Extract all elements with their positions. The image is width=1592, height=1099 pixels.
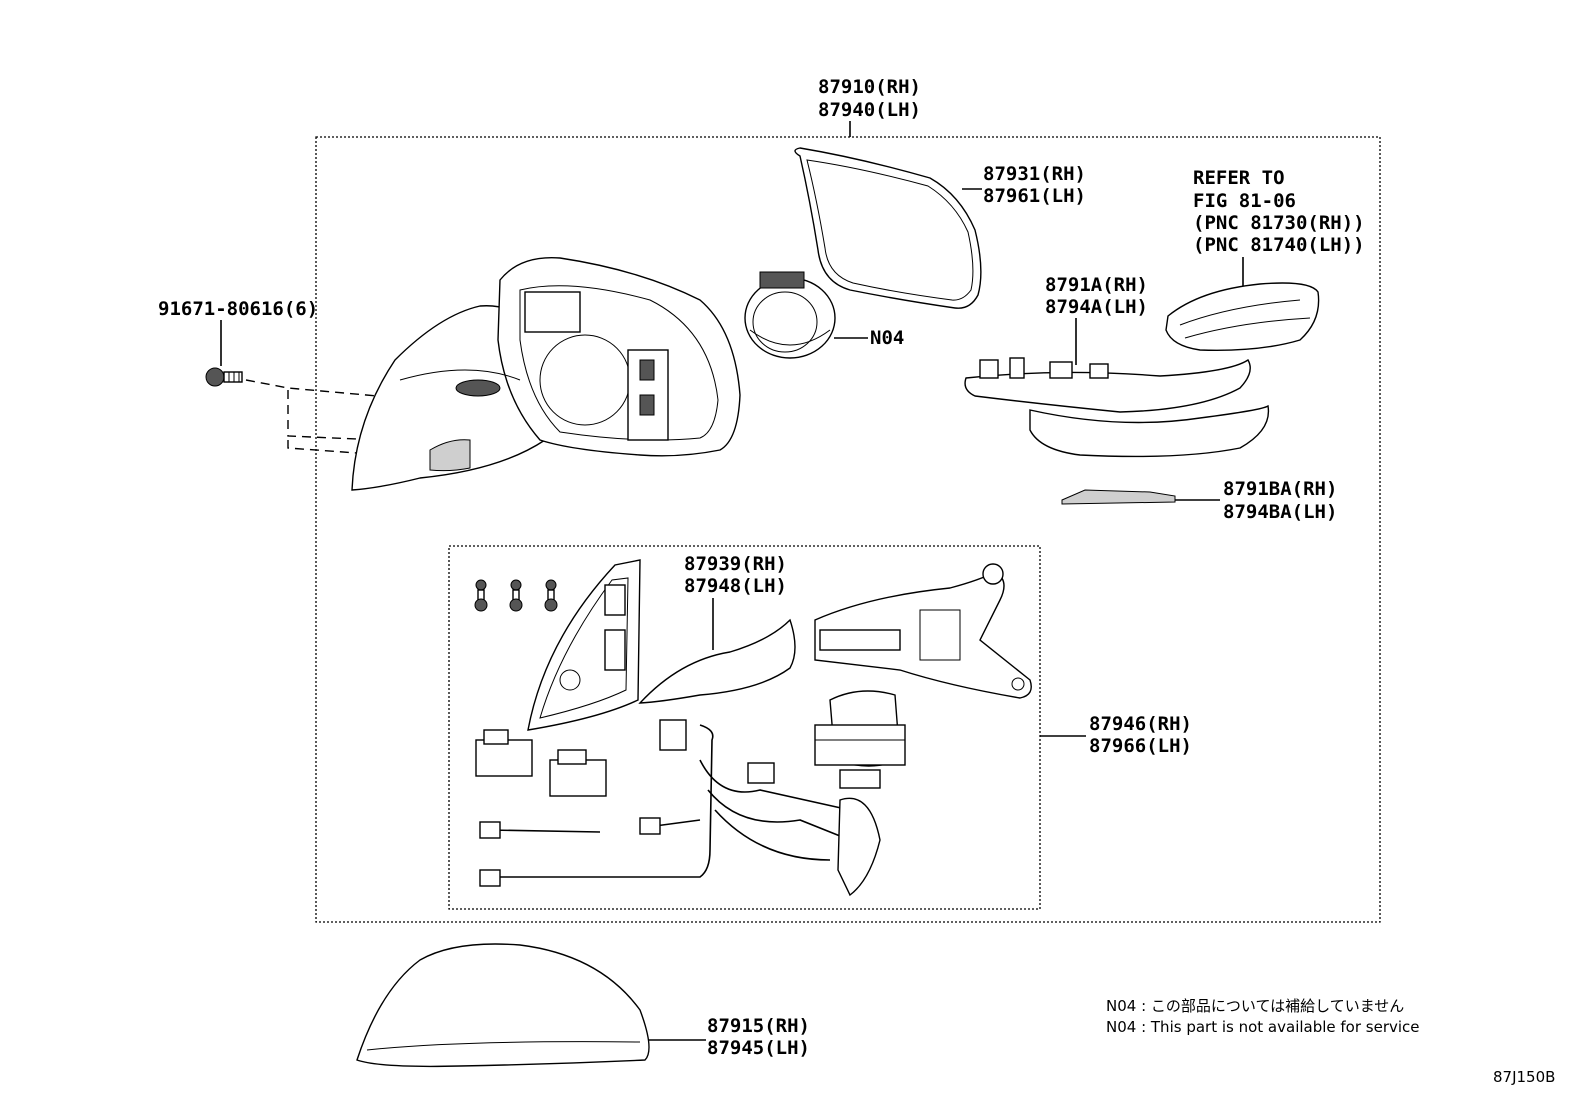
label-91671-80616: 91671-80616(6) [158,298,318,320]
label-87961-lh: 87961(LH) [983,185,1086,207]
label-87946-rh: 87946(RH) [1089,713,1192,735]
label-8794a-lh: 8794A(LH) [1045,296,1148,318]
turn-lamp-drawing [1165,282,1320,351]
refer-to-line-2: FIG 81-06 [1193,190,1296,212]
outer-cover-drawing [356,943,650,1068]
label-87945-lh: 87945(LH) [707,1037,810,1059]
screw-leader-dashes [245,379,401,456]
motor-drawing [814,690,906,789]
label-87966-lh: 87966(LH) [1089,735,1192,757]
figure-code: 87J150B [1493,1068,1555,1086]
screw-icon [205,367,243,387]
small-screws-drawing [474,579,558,612]
label-87910-rh: 87910(RH) [818,76,921,98]
connector-blocks-drawing [475,729,607,797]
note-jp: N04 : この部品については補給していません [1106,997,1404,1015]
mirror-housing-drawing [351,256,741,491]
motor-subassembly-boundary [448,545,1041,910]
label-87939-rh: 87939(RH) [684,553,787,575]
label-87940-lh: 87940(LH) [818,99,921,121]
label-8794ba-lh: 8794BA(LH) [1223,501,1337,523]
assembly-boundary [315,136,1381,923]
label-87931-rh: 87931(RH) [983,163,1086,185]
label-87915-rh: 87915(RH) [707,1015,810,1037]
wire-harness-drawing [479,719,881,897]
label-n04: N04 [870,327,904,349]
label-8791ba-rh: 8791BA(RH) [1223,478,1337,500]
refer-to-line-3: (PNC 81730(RH)) [1193,212,1365,234]
refer-to-line-4: (PNC 81740(LH)) [1193,234,1365,256]
mirror-glass-drawing [794,147,982,309]
note-en: N04 : This part is not available for ser… [1106,1018,1420,1036]
retractor-frame-drawing [814,563,1032,699]
sub-cover-8791ba-drawing [1061,489,1176,505]
cover-8791a-drawing [964,357,1270,458]
refer-to-line-1: REFER TO [1193,167,1285,189]
mirror-base-drawing [527,559,641,731]
label-8791a-rh: 8791A(RH) [1045,274,1148,296]
bracket-87939-drawing [638,618,796,704]
actuator-n04-drawing [744,271,836,359]
label-87948-lh: 87948(LH) [684,575,787,597]
